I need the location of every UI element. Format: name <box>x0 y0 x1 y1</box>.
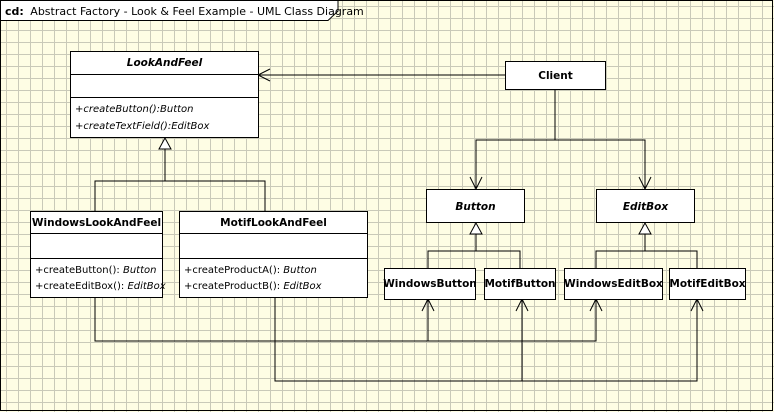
class-windowslookandfeel-op-2: +createEditBox(): EditBox <box>35 281 166 292</box>
class-windowseditbox[interactable]: WindowsEditBox <box>564 268 663 300</box>
editbox-generalization <box>595 234 698 268</box>
class-editbox-name: EditBox <box>623 201 670 213</box>
class-windowslookandfeel[interactable]: WindowsLookAndFeel +createButton(): Butt… <box>30 211 166 298</box>
class-windowslookandfeel-op-1: +createButton(): Button <box>35 265 156 276</box>
class-motiflookandfeel[interactable]: MotifLookAndFeel +createProductA(): Butt… <box>179 211 368 298</box>
lookandfeel-generalization-triangle <box>158 136 172 150</box>
class-button[interactable]: Button <box>426 189 525 223</box>
class-motifeditbox-name: MotifEditBox <box>669 278 745 290</box>
class-windowseditbox-name: WindowsEditBox <box>564 278 663 290</box>
class-windowslookandfeel-name: WindowsLookAndFeel <box>32 217 161 229</box>
class-motifeditbox[interactable]: MotifEditBox <box>669 268 746 300</box>
button-generalization <box>427 234 521 268</box>
class-windowsbutton-name: WindowsButton <box>383 278 477 290</box>
frame-title: cd: Abstract Factory - Look & Feel Examp… <box>5 5 364 18</box>
client-button-association <box>475 89 556 189</box>
class-client[interactable]: Client <box>505 61 606 90</box>
connectors <box>94 68 704 382</box>
class-motifbutton-name: MotifButton <box>484 278 555 290</box>
editbox-generalization-triangle <box>638 221 652 235</box>
class-button-name: Button <box>455 201 495 213</box>
button-generalization-triangle <box>469 221 483 235</box>
windowslookandfeel-dependencies <box>94 297 597 342</box>
frame-title-tab <box>0 0 339 21</box>
class-windowsbutton[interactable]: WindowsButton <box>383 268 477 300</box>
class-motiflookandfeel-op-2: +createProductB(): EditBox <box>184 281 322 292</box>
motiflookandfeel-dependencies <box>274 297 698 382</box>
factory-generalization <box>94 149 266 211</box>
class-lookandfeel-name: LookAndFeel <box>127 57 203 69</box>
class-lookandfeel[interactable]: LookAndFeel +createButton():Button +crea… <box>70 51 259 138</box>
client-editbox-association <box>555 139 646 189</box>
class-client-name: Client <box>538 70 573 82</box>
class-motiflookandfeel-op-1: +createProductA(): Button <box>184 265 317 276</box>
class-lookandfeel-op-2: +createTextField():EditBox <box>75 121 210 132</box>
class-editbox[interactable]: EditBox <box>596 189 695 223</box>
class-motiflookandfeel-name: MotifLookAndFeel <box>220 217 327 229</box>
frame-kind: cd: <box>5 5 24 18</box>
class-lookandfeel-op-1: +createButton():Button <box>75 104 194 115</box>
class-motifbutton[interactable]: MotifButton <box>484 268 556 300</box>
frame-title-text: Abstract Factory - Look & Feel Example -… <box>30 5 363 18</box>
